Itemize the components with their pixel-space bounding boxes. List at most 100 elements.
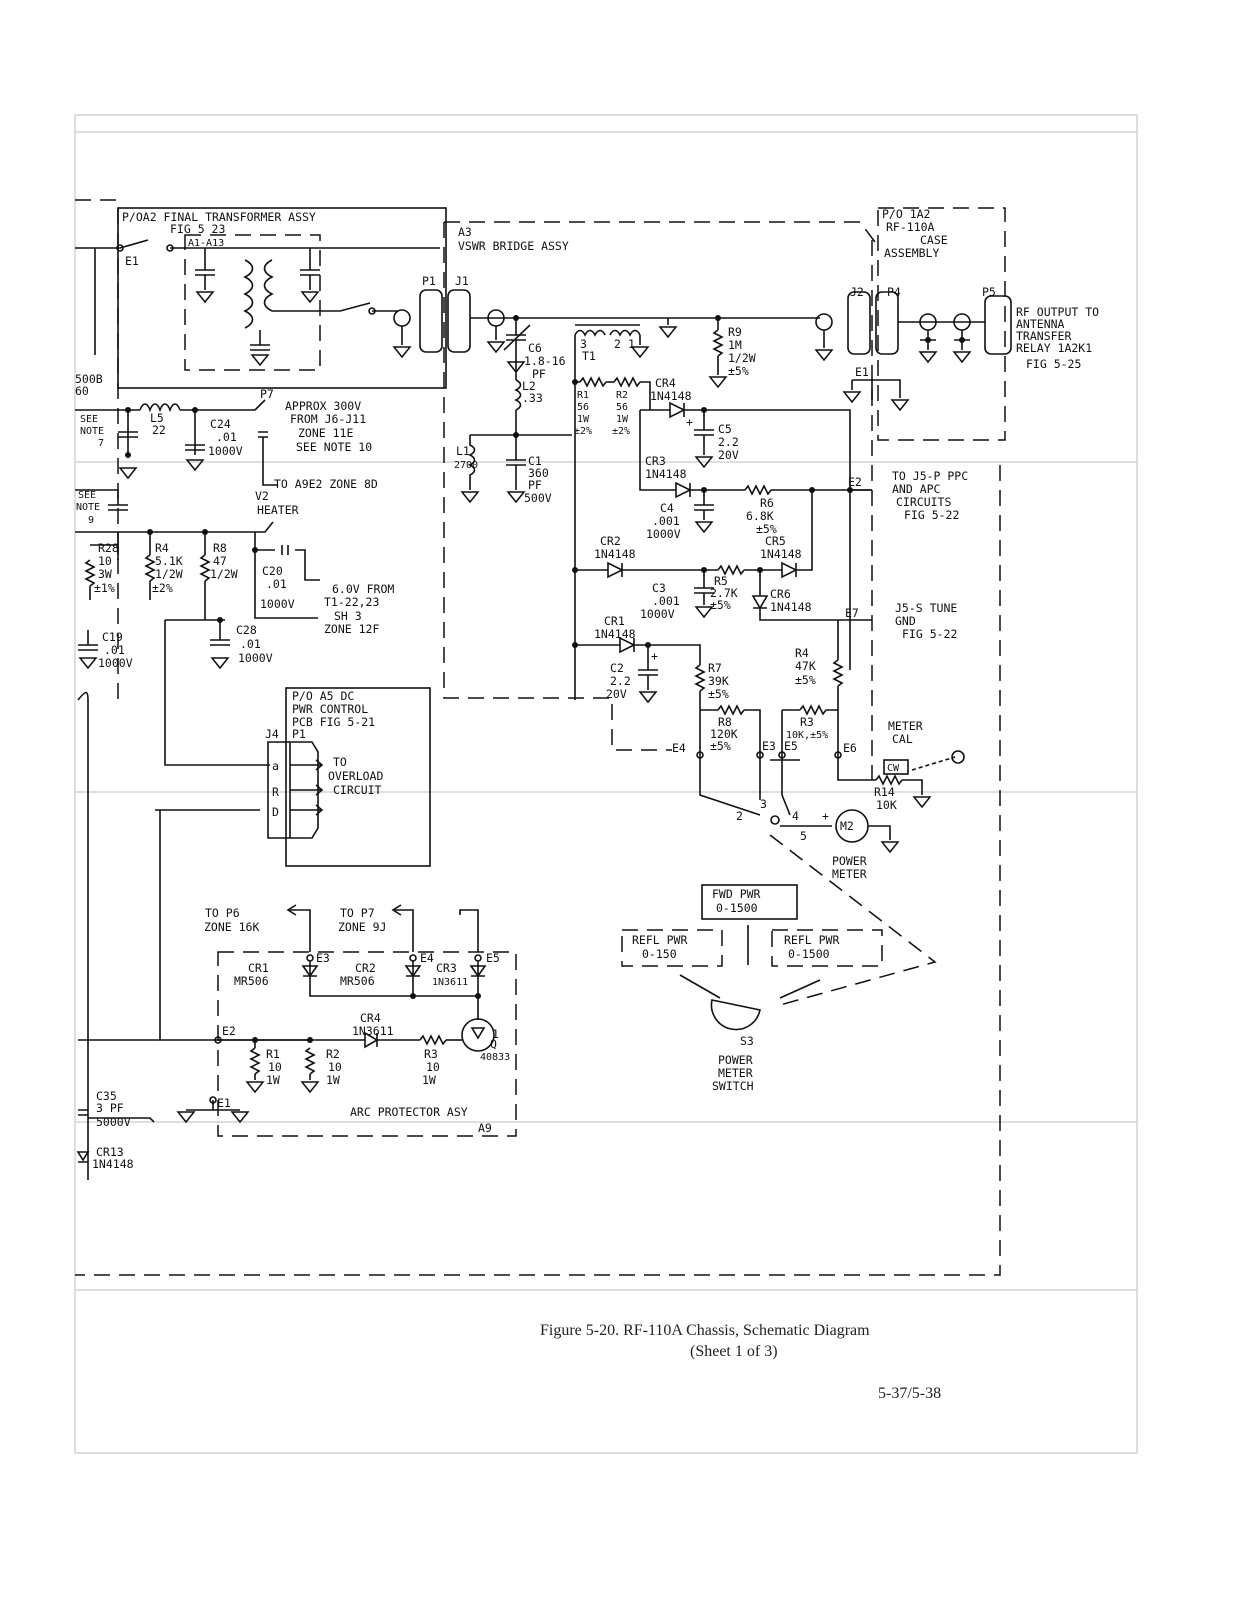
label-components-c24-0: C24 [210,417,231,431]
label-assemblies-case-assembly-0: P/O 1A2 [882,207,930,221]
label-components-c2-0: C2 [610,661,624,675]
label-connectors-j4-pin-p1: P1 [292,727,306,741]
label-notes-to-overload-1: OVERLOAD [328,769,383,783]
label-terminals-a9-e3: E3 [316,951,330,965]
label-components-c4-1: .001 [652,514,680,528]
label-components-c4-0: C4 [660,501,674,515]
label-components-r28-2: 3W [98,567,112,581]
label-components-c19-0: C19 [102,630,123,644]
label-notes-to-j5-ppc-3: FIG 5-22 [904,508,959,522]
label-components-cr5-0: CR5 [765,534,786,548]
label-assemblies-case-assembly-1: RF-110A [886,220,935,234]
label-components-r9-2: 1/2W [728,351,756,365]
label-components-cr2-1: 1N4148 [594,547,636,561]
label-components-a9-cr1-0: CR1 [248,961,269,975]
label-components-m2-1: POWER [832,854,867,868]
label-terminals-e7: E7 [845,606,859,620]
label-notes-rf-output-1: ANTENNA [1016,317,1065,331]
c35-cr13: C35 3 PF 5000V CR13 1N4148 [76,1089,155,1171]
label-terminals-e3: E3 [762,739,776,753]
label-notes-v2-heater-1: HEATER [257,503,299,517]
label-components-c1-0: C1 [528,454,542,468]
caption-title: Figure 5-20. RF-110A Chassis, Schematic … [540,1322,870,1339]
label-notes-to-overload-2: CIRCUIT [333,783,382,797]
label-components-r9-0: R9 [728,325,742,339]
label-components-a9-r1-0: R1 [266,1047,280,1061]
label-components-r4-bridge-2: ±5% [795,673,816,687]
label-notes-approx-300v-2: ZONE 11E [298,426,353,440]
label-components-r8-chassis-2: 1/2W [210,567,238,581]
label-switch-name-0: S3 [740,1034,754,1048]
label-connectors-pin-d: D [272,805,279,819]
label-components-c35-0: C35 [96,1089,117,1103]
label-components-r14-2: 10K [876,798,897,812]
label-terminals-a9-e1: E1 [217,1096,231,1110]
label-switch-positions-0: 2 [736,809,743,823]
label-switch-positions-1: 3 [760,797,767,811]
label-components-c20-0: C20 [262,564,283,578]
label-notes-approx-300v-3: SEE NOTE 10 [296,440,372,454]
label-notes-j5-tune-2: FIG 5-22 [902,627,957,641]
label-components-c3-1: .001 [652,594,680,608]
label-components-cr6-0: CR6 [770,587,791,601]
label-components-l1-1: 2700 [454,460,478,471]
label-components-c28-2: 1000V [238,651,273,665]
label-notes-j5-tune-0: J5-S TUNE [895,601,957,615]
label-notes-see-note-9-2: 9 [88,515,94,526]
label-components-cr4-0: CR4 [655,376,676,390]
label-components-a9-q1-1: 1 [492,1027,499,1041]
label-connectors-e1-right: E1 [855,365,869,379]
label-components-a9-cr4-1: 1N3611 [352,1024,394,1038]
label-switch-name-3: SWITCH [712,1079,754,1093]
label-components-c3-2: 1000V [640,607,675,621]
label-assemblies-dc-power-control-1: PWR CONTROL [292,702,368,716]
chassis-left: SEE NOTE 7 L5 22 C24 .01 1000V P7 APPROX… [75,199,394,1180]
figure-caption: Figure 5-20. RF-110A Chassis, Schematic … [540,1322,941,1402]
label-components-cr1-1: 1N4148 [594,627,636,641]
label-notes-see-note-9-0: SEE [78,490,96,501]
label-notes-to-p6-1: ZONE 16K [204,920,259,934]
label-components-c4-2: 1000V [646,527,681,541]
label-components-l2-0: L2 [522,379,536,393]
label-notes-six-volts-3: ZONE 12F [324,622,379,636]
label-components-r5-2: ±5% [710,598,731,612]
label-components-a9-cr2-1: MR506 [340,974,375,988]
label-assemblies-arc-protector-1: A9 [478,1121,492,1135]
label-switch-refl-pwr-high-1: 0-1500 [788,947,830,961]
label-components-cr3-0: CR3 [645,454,666,468]
p1-j1-connector: P1 J1 [393,274,471,358]
label-components-c35-2: 5000V [96,1115,131,1129]
label-components-a9-cr1-1: MR506 [234,974,269,988]
label-terminals-e5: E5 [784,739,798,753]
label-components-a9-q1-0: Q [490,1037,497,1051]
label-notes-see-note-9-1: NOTE [76,502,100,513]
label-components-r8-bridge-1: 120K [710,727,738,741]
label-notes-j5-tune-1: GND [895,614,916,628]
label-components-l5-0: L5 [150,411,164,425]
label-components-r8-bridge-2: ±5% [710,739,731,753]
label-components-c28-1: .01 [240,637,261,651]
label-components-t1-1: T1 [582,349,596,363]
label-assemblies-final-transformer-2: A1-A13 [188,238,224,249]
label-components-c2-2: 20V [606,687,627,701]
label-assemblies-vswr-bridge-0: A3 [458,225,472,239]
label-notes-rf-output-0: RF OUTPUT TO [1016,305,1099,319]
label-components-r4-bridge-1: 47K [795,659,816,673]
label-components-r28-3: ±1% [94,581,115,595]
label-components-r28-1: 10 [98,554,112,568]
label-notes-see-note-7-1: NOTE [80,426,104,437]
arc-protector-assembly: TO P6 ZONE 16K TO P7 ZONE 9J E3 E4 E5 CR… [177,904,517,1137]
label-components-a9-r2-0: R2 [326,1047,340,1061]
label-switch-refl-pwr-high-0: REFL PWR [784,933,839,947]
label-components-t1-3: 1 [628,337,635,351]
label-switch-fwd-pwr-1: 0-1500 [716,901,758,915]
label-components-r9-3: ±5% [728,364,749,378]
label-components-cr4-1: 1N4148 [650,389,692,403]
label-notes-to-j5-ppc-2: CIRCUITS [896,495,951,509]
label-notes-to-j5-ppc-0: TO J5-P PPC [892,469,968,483]
label-components-r5-1: 2.7K [710,586,738,600]
label-components-r3-bridge-1: 10K,±5% [786,730,828,741]
label-components-r7-0: R7 [708,661,722,675]
label-components-cr13-1: 1N4148 [92,1157,134,1171]
